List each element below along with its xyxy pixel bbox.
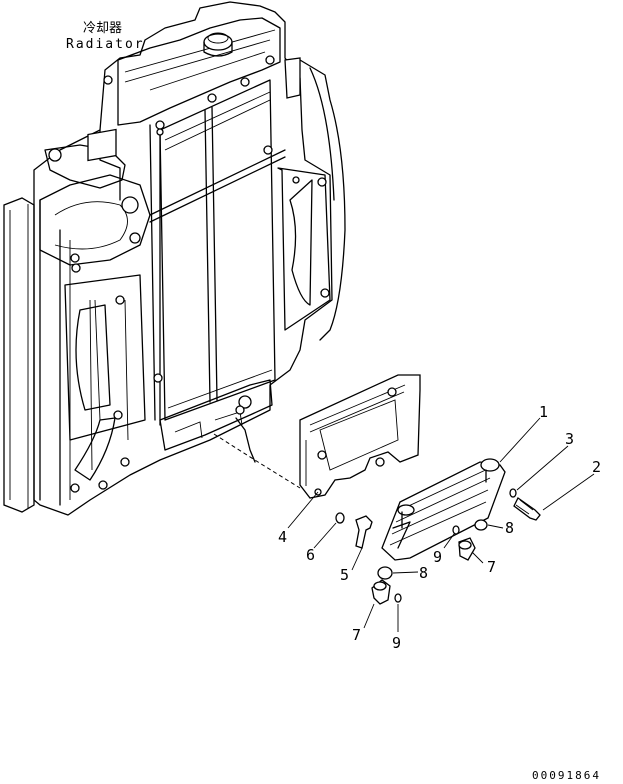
callout-4: 4 [278,528,287,546]
radiator-assembly [3,1,346,516]
callout-7-lower: 7 [352,626,361,644]
bracket-part-4 [299,374,421,499]
callout-9-upper: 9 [433,548,442,566]
callout-2: 2 [592,458,601,476]
callout-5: 5 [340,566,349,584]
hardware-parts [335,488,541,605]
left-shroud-panel [3,197,35,513]
callout-leaders [287,417,595,632]
oil-cooler-part-1 [381,458,506,561]
callout-9-lower: 9 [392,634,401,652]
callout-numbers: 1 2 3 4 5 6 7 8 8 9 9 7 [278,403,601,652]
callout-8-upper: 8 [505,519,514,537]
title-japanese: 冷却器 [83,21,122,36]
callout-7-upper: 7 [487,558,496,576]
callout-1: 1 [539,403,548,421]
radiator-core [159,79,276,421]
callout-6: 6 [306,546,315,564]
drawing-number: 00091864 [532,769,601,782]
right-side-bracket [277,167,331,331]
callout-8-lower: 8 [419,564,428,582]
callout-3: 3 [565,430,574,448]
radiator-frame [33,1,333,516]
title-english: Radiator [66,37,145,52]
